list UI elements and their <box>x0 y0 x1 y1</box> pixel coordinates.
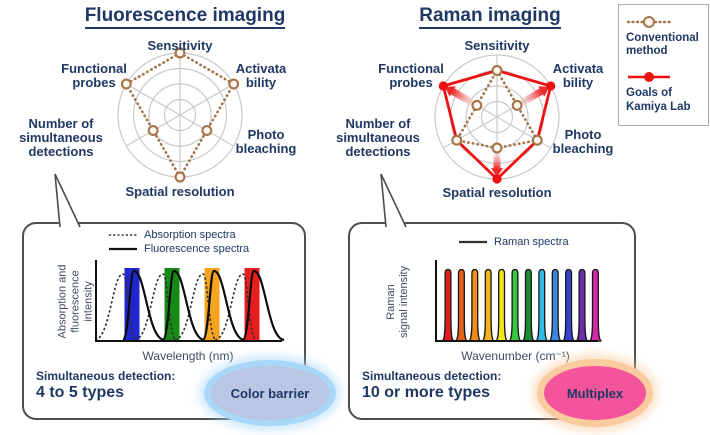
axis-label-spatial-resolution: Spatial resolution <box>125 184 235 199</box>
absorption-spectra-legend-row: Absorption spectra <box>108 229 236 241</box>
color-barrier-badge: Color barrier <box>210 366 330 420</box>
raman-spectra-plot <box>435 260 602 342</box>
axis-label-activatability-raman: Activata bility <box>552 61 604 91</box>
fluorescence-detection-caption: Simultaneous detection: <box>36 369 176 383</box>
multiplex-badge-label: Multiplex <box>566 385 624 401</box>
axis-label-photo-bleaching: Photo bleaching <box>235 127 297 157</box>
axis-label-sensitivity-raman: Sensitivity <box>464 38 530 53</box>
axis-label-num-detections: Number of simultaneous detections <box>19 116 103 160</box>
raman-detection-count: 10 or more types <box>362 384 491 401</box>
fluorescence-detection-count: 4 to 5 types <box>36 384 125 401</box>
fluorescence-solid-line-icon <box>109 247 137 251</box>
absorption-dotted-line-icon <box>109 234 137 236</box>
raman-spectra-label: Raman spectra <box>494 236 569 248</box>
absorption-spectra-label: Absorption spectra <box>144 229 236 241</box>
raman-detection-caption: Simultaneous detection: <box>362 369 502 383</box>
fluorescence-title: Fluorescence imaging <box>55 5 315 29</box>
kamiya-goal-line-icon <box>628 72 670 83</box>
legend-goal-label: Goals of Kamiya Lab <box>626 87 691 113</box>
raman-solid-line-icon <box>459 240 487 244</box>
fluorescence-spectra-label: Fluorescence spectra <box>144 243 250 255</box>
axis-label-activatability: Activata bility <box>235 61 287 91</box>
fluorescence-title-text: Fluorescence imaging <box>84 5 286 29</box>
left-callout-tail <box>54 173 81 228</box>
fluorescence-radar-chart <box>117 47 243 183</box>
axis-label-functional-probes: Functional probes <box>61 61 127 91</box>
raman-ylabel: Raman signal intensity <box>385 265 410 339</box>
raman-radar-chart <box>434 54 560 184</box>
axis-label-photo-bleaching-raman: Photo bleaching <box>552 127 614 157</box>
fluorescence-xlabel: Wavelength (nm) <box>142 349 234 363</box>
legend-conventional-label: Conventional method <box>626 32 699 58</box>
color-barrier-badge-label: Color barrier <box>230 385 310 401</box>
multiplex-badge: Multiplex <box>544 366 646 420</box>
axis-label-sensitivity: Sensitivity <box>147 38 213 53</box>
raman-title-text: Raman imaging <box>419 5 561 29</box>
fluorescence-spectra-legend-row: Fluorescence spectra <box>108 243 249 255</box>
chart-legend: Conventional method Goals of Kamiya Lab <box>618 4 709 126</box>
right-callout-tail <box>380 173 407 228</box>
fluorescence-spectra-plot <box>94 260 285 342</box>
raman-spectra-legend-row: Raman spectra <box>458 236 569 248</box>
raman-title: Raman imaging <box>385 5 595 29</box>
raman-xlabel: Wavenumber (cm⁻¹) <box>461 349 570 363</box>
axis-label-num-detections-raman: Number of simultaneous detections <box>336 116 420 160</box>
axis-label-functional-probes-raman: Functional probes <box>378 61 444 91</box>
axis-label-spatial-resolution-raman: Spatial resolution <box>442 185 552 200</box>
conventional-method-line-icon <box>626 16 672 28</box>
